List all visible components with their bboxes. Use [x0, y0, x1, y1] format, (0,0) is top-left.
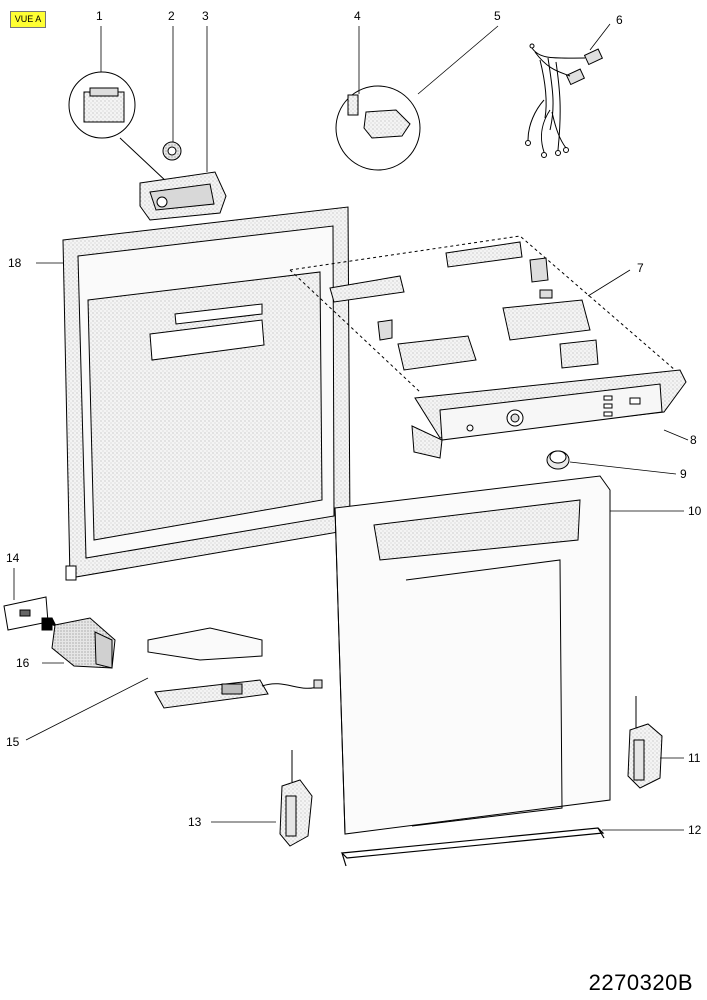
leader-lines: [13, 23, 689, 831]
callout-numbers: 1 2 3 4 5 6 7 8 9 10 11 12 13 14 15 16 1…: [6, 9, 702, 837]
part-5-microswitch: [335, 85, 421, 171]
part-9-program-knob: [546, 450, 570, 470]
callout-3: 3: [202, 9, 209, 23]
drawing-number: 2270320B: [588, 970, 693, 995]
part-18-inner-door: [62, 206, 351, 581]
part-2-grommet: [162, 141, 182, 161]
part-11-hinge-right: [627, 696, 663, 789]
callout-4: 4: [354, 9, 361, 23]
callout-8: 8: [690, 433, 697, 447]
part-12-rod: [340, 827, 605, 867]
callout-11: 11: [688, 751, 701, 765]
part-16-dispenser: [41, 617, 116, 669]
part-10-outer-door: [334, 475, 611, 835]
part-8-control-panel: [411, 369, 687, 459]
part-1-module: [68, 71, 169, 184]
callout-15: 15: [6, 735, 20, 749]
part-15-electronic-board: [147, 627, 323, 709]
part-3-door-lock: [139, 171, 227, 221]
callout-14: 14: [6, 551, 20, 565]
part-6-wiring-harness: [525, 43, 604, 158]
callout-7: 7: [637, 261, 644, 275]
callout-1: 1: [96, 9, 103, 23]
callout-9: 9: [680, 467, 687, 481]
part-13-hinge-left: [279, 750, 313, 847]
callout-10: 10: [688, 504, 702, 518]
callout-13: 13: [188, 815, 202, 829]
view-label-badge: VUE A: [10, 11, 46, 28]
callout-12: 12: [688, 823, 702, 837]
callout-16: 16: [16, 656, 30, 670]
callout-6: 6: [616, 13, 623, 27]
callout-2: 2: [168, 9, 175, 23]
callout-18: 18: [8, 256, 22, 270]
callout-5: 5: [494, 9, 501, 23]
part-7-control-assembly: [289, 235, 676, 393]
